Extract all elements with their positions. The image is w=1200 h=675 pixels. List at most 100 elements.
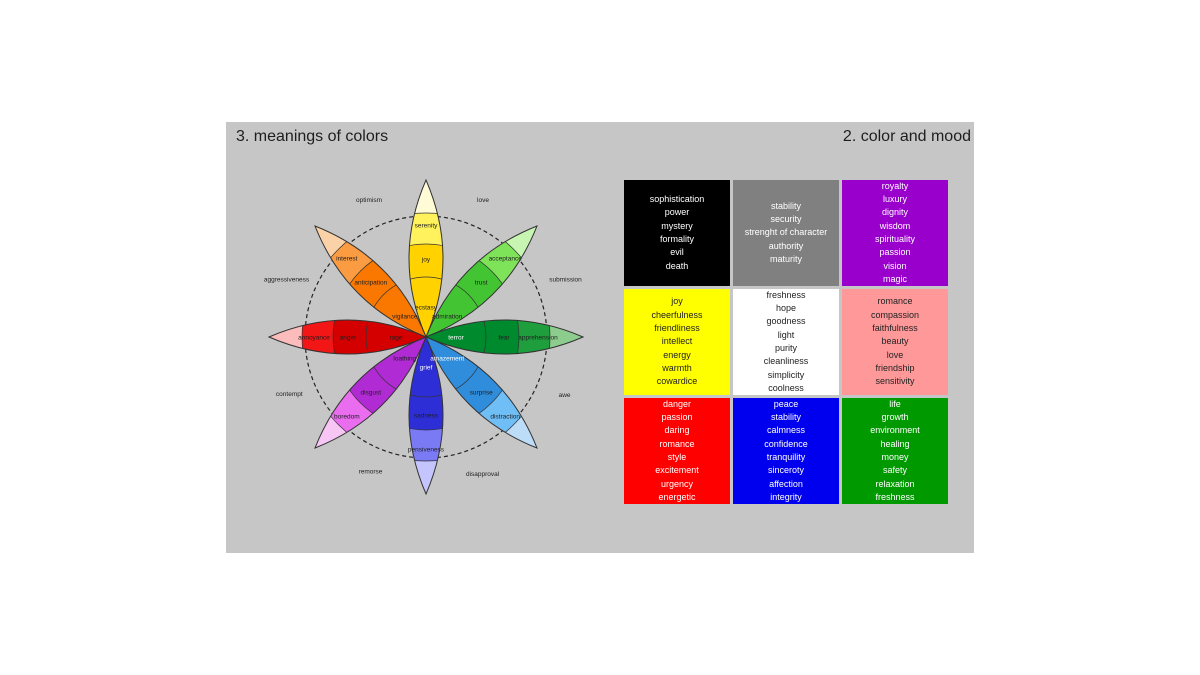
mood-word: relaxation: [875, 478, 915, 489]
mood-word: faithfulness: [872, 323, 918, 334]
petal-band-1: [409, 212, 443, 337]
emotion-label-apprehension: apprehension: [518, 335, 558, 342]
emotion-label-distraction: distraction: [490, 414, 520, 421]
emotion-label-interest: interest: [336, 255, 358, 262]
emotion-label-grief: grief: [420, 365, 433, 372]
mood-word: dignity: [881, 207, 908, 218]
mood-word: wisdom: [879, 220, 911, 231]
mood-word: intellect: [661, 336, 693, 347]
mood-word: energy: [663, 349, 691, 360]
mood-word: affection: [769, 478, 803, 489]
mood-word: money: [881, 452, 909, 462]
mood-word: luxury: [882, 194, 907, 205]
dyad-label-awe: awe: [559, 392, 571, 399]
petal-outline: [425, 225, 538, 338]
slide: 3. meanings of colors 2. color and mood …: [226, 122, 974, 553]
petal-band-2: [409, 337, 443, 431]
mood-word: style: [667, 452, 687, 462]
petal-band-3: [409, 337, 443, 398]
emotion-label-serenity: serenity: [415, 223, 439, 230]
petal-band-2: [426, 320, 520, 354]
emotion-label-annoyance: annoyance: [298, 335, 330, 342]
mood-word: stability: [770, 200, 801, 211]
emotion-label-anger: anger: [340, 335, 357, 342]
mood-word: simplicity: [767, 369, 805, 380]
mood-word: peace: [773, 398, 799, 409]
mood-word: formality: [659, 234, 694, 244]
mood-word: sophistication: [649, 194, 705, 205]
mood-word: vision: [883, 260, 907, 271]
mood-word: friendship: [875, 362, 915, 373]
emotion-label-vigilance: vigilance: [392, 313, 418, 320]
mood-word: light: [777, 329, 795, 340]
mood-word: evil: [670, 247, 684, 258]
mood-word: life: [889, 398, 901, 409]
petal-annoyance: [267, 319, 428, 355]
mood-word: danger: [662, 398, 692, 409]
mood-word: excitement: [655, 465, 699, 476]
emotion-label-rage: rage: [389, 335, 402, 342]
emotion-label-trust: trust: [475, 279, 488, 286]
dyad-label-optimism: optimism: [356, 197, 382, 204]
petal-band-1: [409, 337, 443, 462]
emotion-wheel: ecstasyjoyserenityadmirationtrustaccepta…: [264, 178, 585, 496]
mood-word: cheerfulness: [651, 309, 703, 320]
mood-word: warmth: [662, 362, 692, 373]
mood-word: integrity: [770, 491, 802, 502]
mood-word: spirituality: [874, 234, 915, 244]
mood-word: joy: [671, 296, 683, 307]
mood-word: energetic: [658, 491, 696, 502]
mood-word: cleanliness: [763, 356, 809, 367]
mood-word: power: [664, 207, 690, 218]
mood-word: romance: [877, 296, 913, 307]
emotion-label-sadness: sadness: [414, 413, 439, 420]
mood-cell-yellow: joy cheerfulness friendliness intellect ener…: [624, 289, 730, 395]
mood-word: growth: [881, 412, 909, 423]
emotion-label-loathing: loathing: [393, 356, 416, 363]
emotion-label-joy: joy: [421, 257, 431, 264]
mood-word: safety: [882, 465, 907, 476]
emotion-label-surprise: surprise: [470, 390, 494, 397]
petal-outline: [408, 335, 444, 496]
petal-band-1: [301, 320, 426, 354]
mood-word: daring: [664, 425, 690, 436]
mood-word: passion: [661, 412, 693, 423]
mood-word: friendliness: [654, 323, 700, 334]
petal-band-2: [332, 320, 426, 354]
mood-word: royalty: [881, 180, 909, 191]
mood-word: hope: [775, 303, 797, 314]
mood-word: maturity: [769, 253, 802, 264]
emotion-label-disgust: disgust: [360, 390, 381, 397]
mood-word: cowardice: [656, 376, 698, 387]
petal-band-1: [426, 320, 551, 354]
petal-outline: [314, 225, 427, 338]
mood-word: sensitivity: [875, 376, 915, 387]
mood-word: tranquility: [766, 452, 806, 462]
petal-serenity: [408, 178, 444, 339]
emotion-label-acceptance: acceptance: [489, 255, 523, 262]
mood-word: sinceroty: [767, 465, 804, 476]
dyad-label-remorse: remorse: [359, 469, 383, 476]
emotion-label-pensiveness: pensiveness: [408, 447, 445, 454]
emotion-label-anticipation: anticipation: [354, 279, 387, 286]
petal-outline: [267, 319, 428, 355]
mood-word: love: [886, 349, 904, 360]
dyad-label-aggressiveness: aggressiveness: [264, 277, 310, 284]
petal-band-3: [409, 276, 443, 337]
petal-pensiveness: [408, 335, 444, 496]
mood-word: death: [665, 260, 689, 271]
petal-band-2: [409, 243, 443, 337]
mood-word: calmness: [766, 425, 805, 436]
mood-word: beauty: [881, 336, 909, 347]
emotion-label-boredom: boredom: [334, 414, 360, 421]
mood-word: goodness: [766, 316, 806, 327]
emotion-label-ecstasy: ecstasy: [415, 305, 438, 312]
mood-word: environment: [870, 425, 920, 436]
dyad-label-submission: submission: [549, 277, 582, 284]
